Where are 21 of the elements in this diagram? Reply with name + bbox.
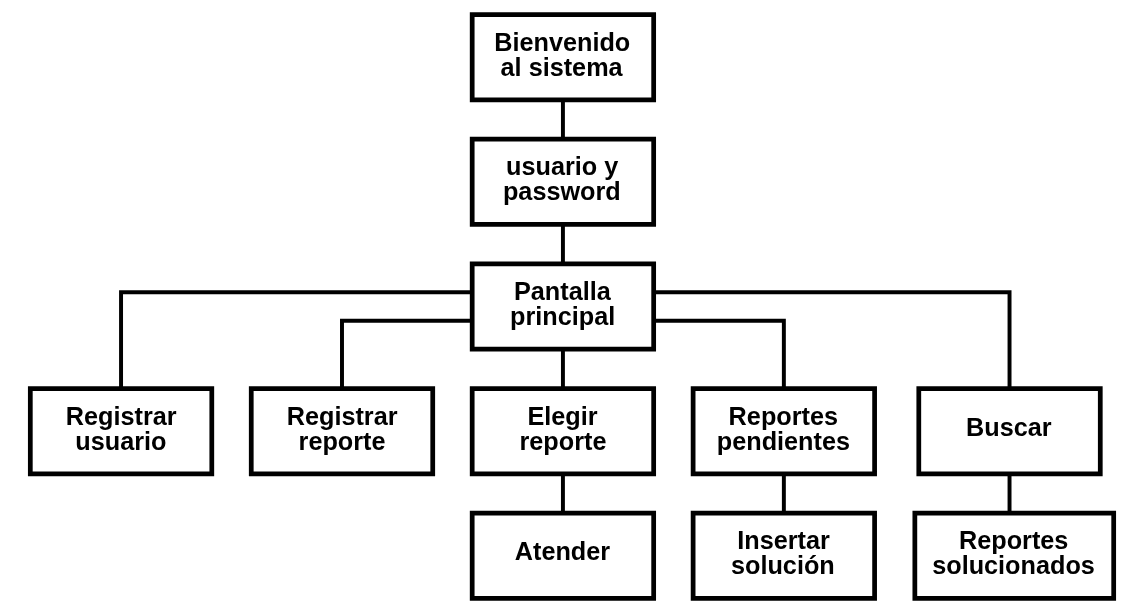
node-box: Reportes pendientes (690, 386, 877, 477)
connector (339, 318, 472, 389)
connector (653, 318, 786, 389)
node-box: Insertar solución (690, 510, 877, 601)
connector (560, 100, 565, 139)
node-box: usuario y password (469, 136, 656, 227)
node-box: Reportes solucionados (912, 510, 1116, 601)
connector (781, 474, 786, 513)
connector (653, 290, 1011, 388)
node-box: Registrar reporte (248, 386, 435, 477)
node-box: Elegir reporte (469, 386, 656, 477)
node-box: Registrar usuario (27, 386, 214, 477)
node-box: Atender (469, 510, 656, 601)
connector (560, 474, 565, 513)
connector (560, 349, 565, 389)
connector (118, 290, 472, 388)
node-box: Buscar (915, 386, 1103, 477)
connector (560, 224, 565, 264)
node-box: Bienvenido al sistema (469, 12, 656, 103)
connector (1007, 474, 1011, 513)
node-box: Pantalla principal (469, 261, 656, 352)
